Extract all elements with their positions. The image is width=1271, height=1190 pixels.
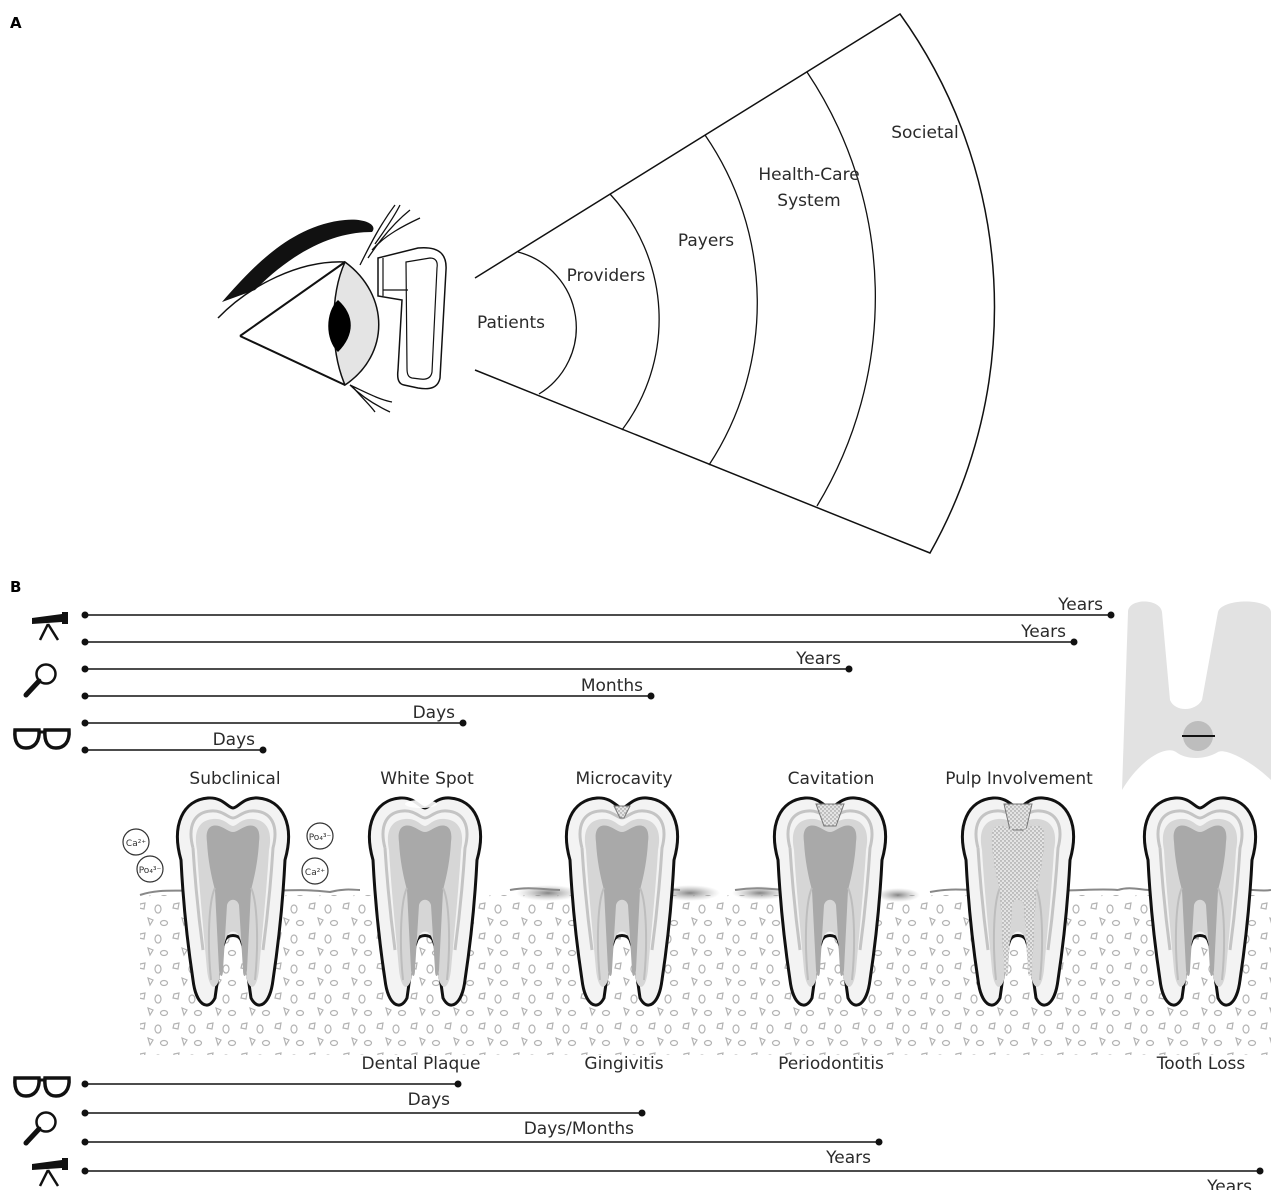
bottom-timeline-dot-3-start xyxy=(82,1168,89,1175)
stage-gingivitis: Gingivitis xyxy=(584,1054,663,1074)
magnifier-icon xyxy=(26,665,56,696)
top-timeline-label-0: Years xyxy=(1057,595,1103,615)
panel-b-label: B xyxy=(10,578,21,596)
bottom-timeline-dot-0-start xyxy=(82,1081,89,1088)
eye-illustration xyxy=(218,205,420,412)
top-timeline-dot-4-start xyxy=(82,720,89,727)
perspective-fan xyxy=(475,14,994,553)
telescope-icon xyxy=(32,1158,68,1186)
glasses-icon xyxy=(15,730,69,748)
top-timeline-dot-2-start xyxy=(82,666,89,673)
top-timeline-label-3: Months xyxy=(581,676,643,696)
top-timeline-dot-1-end xyxy=(1071,639,1078,646)
top-timeline-label-1: Years xyxy=(1020,622,1066,642)
bottom-timeline-dot-2-start xyxy=(82,1139,89,1146)
bottom-timeline-label-1: Days/Months xyxy=(524,1119,634,1139)
telescope-icon xyxy=(32,612,68,640)
bottom-timeline-dot-3-end xyxy=(1257,1168,1264,1175)
top-timeline-label-4: Days xyxy=(413,703,456,723)
bottom-timeline-dot-1-start xyxy=(82,1110,89,1117)
stage-tooth-loss: Tooth Loss xyxy=(1156,1054,1246,1074)
top-timeline-dot-4-end xyxy=(460,720,467,727)
stage-periodontitis: Periodontitis xyxy=(778,1054,884,1074)
bottom-timeline-dot-2-end xyxy=(876,1139,883,1146)
svg-text:Ca²⁺: Ca²⁺ xyxy=(305,868,325,878)
segment-payers: Payers xyxy=(678,231,734,251)
top-timeline-dot-3-start xyxy=(82,693,89,700)
top-timeline-label-2: Years xyxy=(795,649,841,669)
top-timeline-dot-3-end xyxy=(648,693,655,700)
top-timeline-dot-0-start xyxy=(82,612,89,619)
bottom-timeline-dot-1-end xyxy=(639,1110,646,1117)
bone-row xyxy=(140,885,1271,1055)
stage-cavitation: Cavitation xyxy=(788,769,875,789)
stage-pulp-involvement: Pulp Involvement xyxy=(945,769,1093,789)
top-timeline-label-5: Days xyxy=(213,730,256,750)
bottom-timeline-label-2: Years xyxy=(825,1148,871,1168)
segment-patients: Patients xyxy=(477,313,545,333)
top-timeline-dot-5-end xyxy=(260,747,267,754)
bottom-timeline-label-3: Years xyxy=(1206,1177,1252,1190)
top-timeline-dot-2-end xyxy=(846,666,853,673)
stage-microcavity: Microcavity xyxy=(575,769,672,789)
stage-dental-plaque: Dental Plaque xyxy=(362,1054,481,1074)
glasses-side xyxy=(378,248,446,389)
bottom-timeline-dot-0-end xyxy=(455,1081,462,1088)
svg-text:Ca²⁺: Ca²⁺ xyxy=(126,839,146,849)
forceps-illustration xyxy=(1122,602,1271,791)
segment-societal: Societal xyxy=(891,123,959,143)
panel-a-label: A xyxy=(10,14,22,32)
svg-text:Po₄³⁻: Po₄³⁻ xyxy=(139,866,162,876)
stage-white-spot: White Spot xyxy=(380,769,474,789)
glasses-icon xyxy=(15,1078,69,1096)
top-timeline-dot-5-start xyxy=(82,747,89,754)
svg-text:Po₄³⁻: Po₄³⁻ xyxy=(309,833,332,843)
magnifier-icon xyxy=(26,1113,56,1144)
stage-subclinical: Subclinical xyxy=(189,769,280,789)
segment-providers: Providers xyxy=(567,266,646,286)
top-timeline-dot-1-start xyxy=(82,639,89,646)
bottom-timeline-label-0: Days xyxy=(408,1090,451,1110)
top-timeline-dot-0-end xyxy=(1108,612,1115,619)
